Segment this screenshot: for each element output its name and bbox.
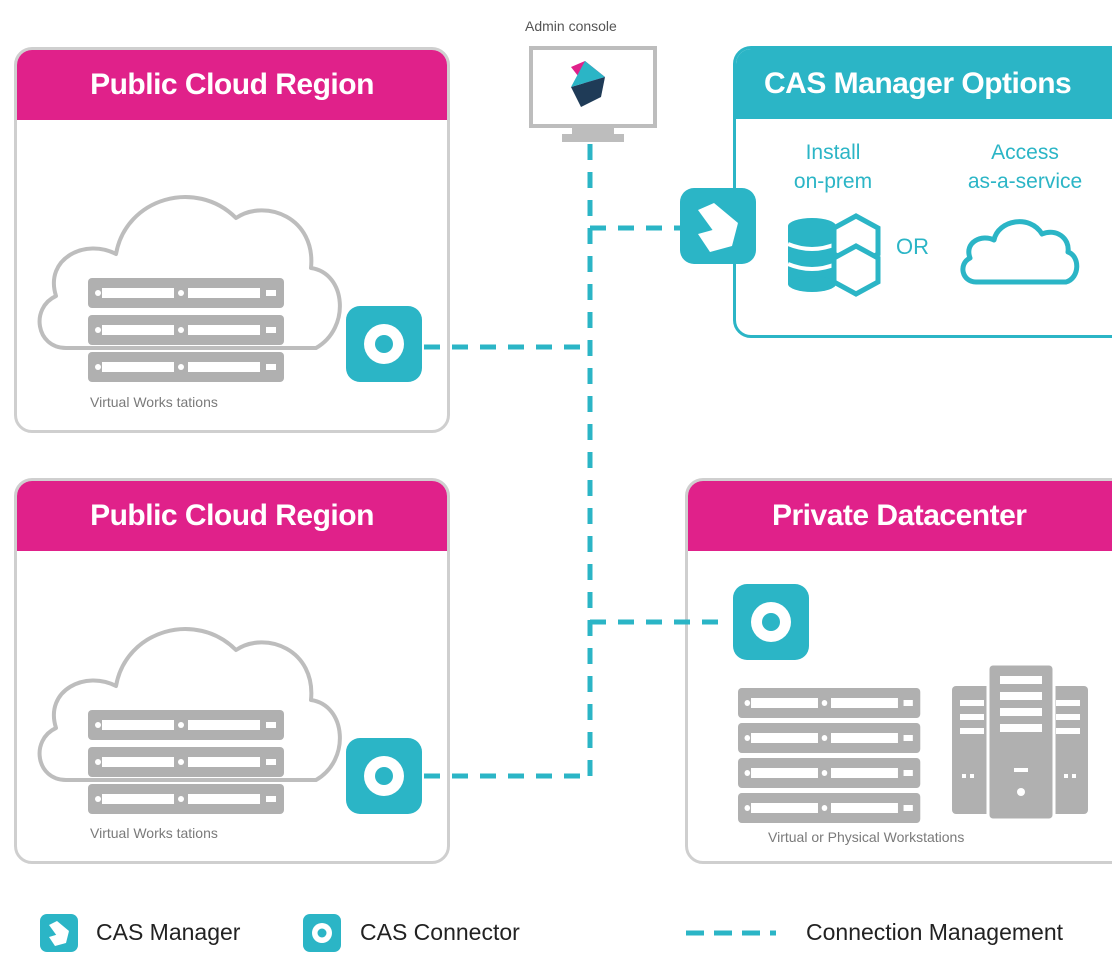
server-rack-icon bbox=[88, 278, 284, 382]
legend-connector-icon bbox=[303, 914, 341, 952]
region-title: Public Cloud Region bbox=[17, 481, 447, 551]
monitor-icon bbox=[529, 46, 657, 142]
database-icon bbox=[787, 213, 881, 297]
legend-manager-label: CAS Manager bbox=[96, 919, 241, 945]
tower-server-icon bbox=[952, 662, 1088, 822]
cas-connector-icon[interactable] bbox=[346, 306, 422, 382]
legend-connection-label: Connection Management bbox=[806, 919, 1063, 945]
admin-console-label: Admin console bbox=[525, 18, 617, 34]
cas-connector-icon[interactable] bbox=[733, 584, 809, 660]
cas-manager-options-title: CAS Manager Options bbox=[736, 49, 1112, 119]
server-rack-icon bbox=[88, 710, 284, 814]
legend-manager-icon bbox=[40, 914, 78, 952]
cloud-outline-icon bbox=[960, 219, 1080, 285]
legend-connector-label: CAS Connector bbox=[360, 919, 520, 945]
connection-lines bbox=[424, 144, 730, 779]
region-caption: Virtual Works tations bbox=[90, 394, 218, 410]
or-label: OR bbox=[896, 234, 929, 259]
private-datacenter-title: Private Datacenter bbox=[688, 481, 1112, 551]
server-rack-icon bbox=[738, 688, 921, 823]
install-label: Install on-prem bbox=[793, 141, 873, 193]
datacenter-caption: Virtual or Physical Workstations bbox=[768, 829, 965, 845]
region-title: Public Cloud Region bbox=[17, 50, 447, 120]
access-label: Access as-a-service bbox=[967, 141, 1083, 193]
region-caption: Virtual Works tations bbox=[90, 825, 218, 841]
cas-manager-icon[interactable] bbox=[680, 188, 756, 264]
cas-connector-icon[interactable] bbox=[346, 738, 422, 814]
